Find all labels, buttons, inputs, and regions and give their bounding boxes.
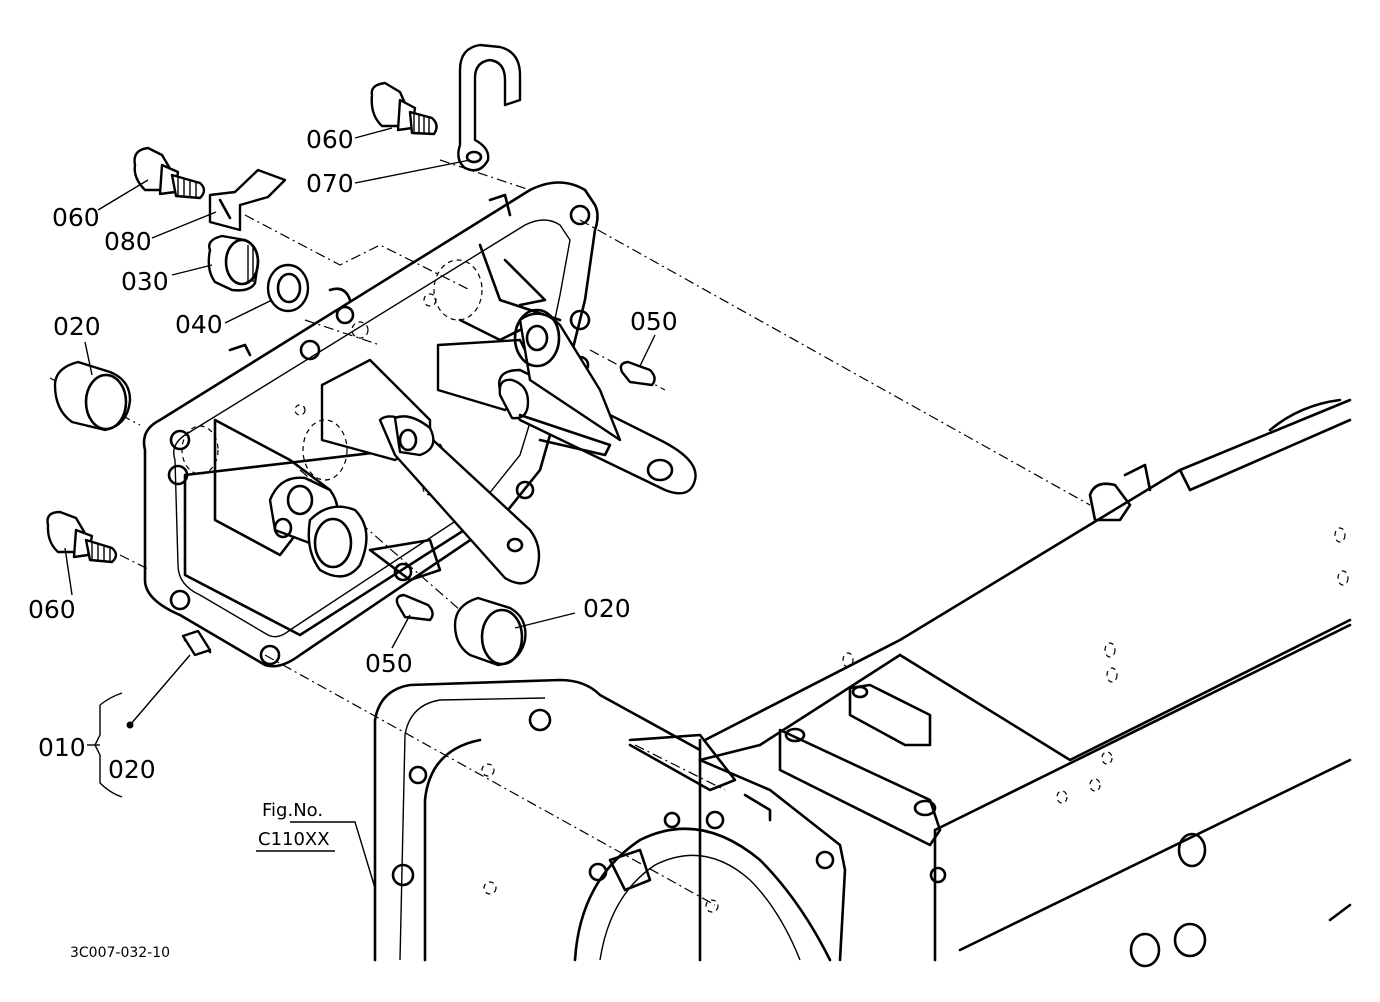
- callout-050-bottom: 050: [365, 649, 413, 678]
- fig-no-label: Fig.No.: [262, 800, 323, 821]
- callout-050-right: 050: [630, 307, 678, 336]
- callout-040: 040: [175, 310, 223, 339]
- leader-lines: [64, 127, 656, 889]
- callout-020-bracket: 020: [108, 755, 156, 784]
- clutch-housing: [373, 678, 947, 962]
- callout-060-bottom: 060: [28, 595, 76, 624]
- part-060-bolt-top: [370, 81, 438, 136]
- part-060-bolt-bottom: [46, 510, 118, 564]
- part-030-plug: [207, 234, 260, 292]
- bracket-dot: [126, 721, 134, 729]
- part-060-bolt-left: [133, 146, 206, 200]
- shift-levers: [268, 258, 697, 585]
- fig-no-value: C110XX: [258, 829, 330, 850]
- callout-030: 030: [121, 267, 169, 296]
- part-020-bushing-right: [453, 596, 527, 667]
- transmission-case: [698, 398, 1352, 968]
- callout-010: 010: [38, 733, 86, 762]
- part-050-pin-bottom: [395, 593, 434, 622]
- callout-020-right: 020: [583, 594, 631, 623]
- part-070-clamp: [457, 43, 522, 172]
- part-050-pin-right: [619, 360, 656, 387]
- callouts: 060 070 060 080 030 040 050 020 060 020 …: [28, 125, 678, 961]
- part-020-bushing-left: [53, 360, 132, 432]
- cover-dowel: [181, 629, 212, 657]
- diagram-id: 3C007-032-10: [70, 945, 170, 961]
- part-040-seal: [266, 263, 310, 313]
- part-080-plate: [208, 168, 287, 232]
- callout-080: 080: [104, 227, 152, 256]
- center-lines: [49, 159, 1091, 906]
- callout-060-top: 060: [306, 125, 354, 154]
- callout-020-left: 020: [53, 312, 101, 341]
- callout-060-left: 060: [52, 203, 100, 232]
- callout-070: 070: [306, 169, 354, 198]
